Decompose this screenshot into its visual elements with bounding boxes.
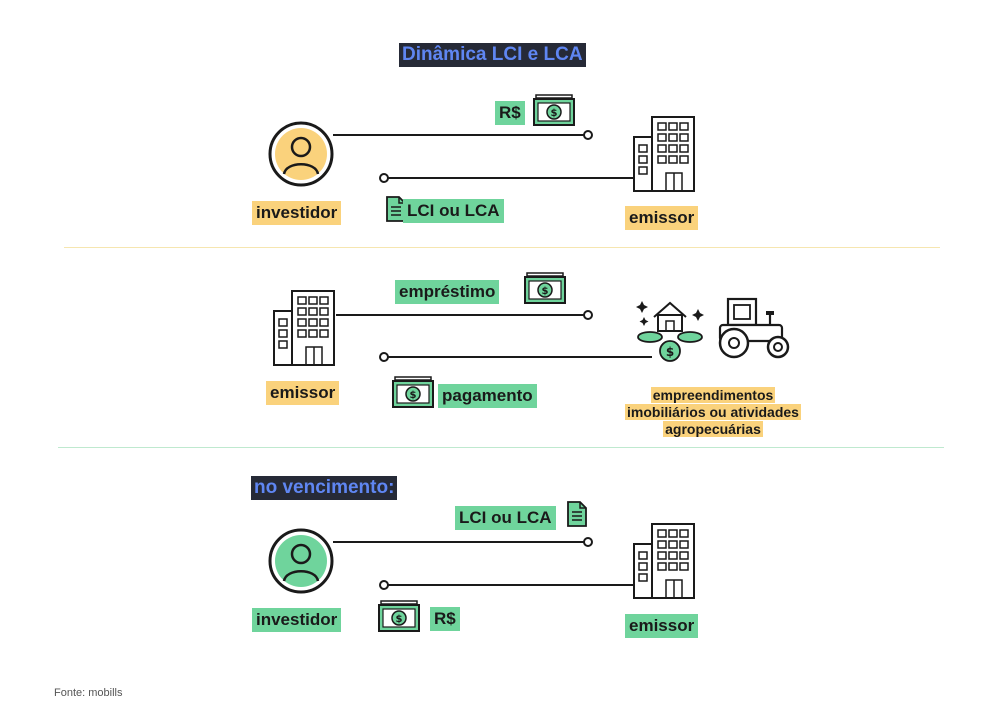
investor-label: investidor	[252, 201, 342, 225]
house-coins-icon: $	[636, 301, 704, 362]
target-caption-line: imobiliários ou atividades	[625, 404, 801, 420]
building-icon	[633, 523, 695, 599]
cash-icon: $	[392, 376, 434, 408]
building-icon	[273, 290, 335, 366]
section-divider	[58, 447, 944, 448]
building-icon	[633, 116, 695, 192]
lci-lca-label: LCI ou LCA	[455, 506, 556, 530]
user-icon	[268, 121, 334, 187]
diagram-title: Dinâmica LCI e LCA	[399, 43, 586, 67]
loan-label: empréstimo	[395, 280, 500, 304]
svg-text:$: $	[410, 390, 417, 401]
section-divider	[64, 247, 940, 248]
money-label: R$	[495, 101, 525, 125]
document-icon	[567, 501, 587, 527]
issuer-label: emissor	[266, 381, 340, 405]
source-footer: Fonte: mobills	[54, 687, 123, 699]
cash-icon: $	[524, 272, 566, 304]
lci-lca-label: LCI ou LCA	[403, 199, 504, 223]
investor-label: investidor	[252, 608, 342, 632]
maturity-heading: no vencimento:	[251, 476, 398, 500]
svg-text:$: $	[542, 286, 549, 297]
target-caption-line: agropecuárias	[663, 421, 763, 437]
target-caption-line: empreendimentos	[650, 387, 776, 403]
money-label: R$	[430, 607, 460, 631]
cash-icon: $	[378, 600, 420, 632]
payment-label: pagamento	[438, 384, 537, 408]
user-icon	[268, 528, 334, 594]
issuer-label: emissor	[625, 206, 699, 230]
svg-text:$: $	[551, 108, 558, 119]
target-caption: empreendimentos imobiliários ou atividad…	[602, 387, 824, 438]
svg-text:$: $	[396, 614, 403, 625]
cash-icon: $	[533, 94, 575, 126]
svg-text:$: $	[666, 345, 674, 359]
tractor-icon	[718, 297, 790, 359]
issuer-label: emissor	[625, 614, 699, 638]
